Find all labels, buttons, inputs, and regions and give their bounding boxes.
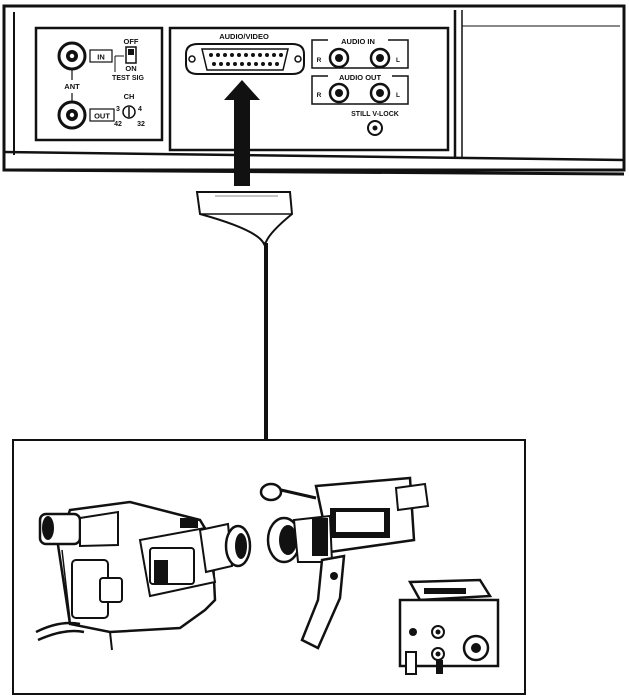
audio-in-label: AUDIO IN <box>341 37 375 46</box>
audio-in-l-jack <box>369 47 391 69</box>
ant-in-jack <box>57 41 87 71</box>
audio-in-r-jack <box>328 47 350 69</box>
ch-label: CH <box>124 92 135 101</box>
switch-off-label: OFF <box>124 37 139 46</box>
test-sig-label: TEST SIG <box>112 75 144 82</box>
audio-out-label: AUDIO OUT <box>339 73 382 82</box>
audio-jack-block: AUDIO IN AUDIO OUT R L R <box>311 36 409 105</box>
audio-out-l-label: L <box>396 92 400 99</box>
av-multipin-connector <box>185 43 305 75</box>
audio-out-r-label: R <box>317 92 322 99</box>
av-panel: AUDIO/VIDEO <box>168 26 450 152</box>
antenna-panel: IN ANT OUT OFF ON TEST SIG <box>34 26 164 142</box>
av-connector-label: AUDIO/VIDEO <box>219 32 269 41</box>
camcorder-icon <box>35 500 252 651</box>
ch-low-label: 3 <box>116 106 120 113</box>
power-adapter-icon <box>398 578 500 675</box>
ch-right-value: 32 <box>137 121 145 128</box>
audio-in-l-label: L <box>396 57 400 64</box>
video-source-box <box>12 439 526 695</box>
channel-selector: CH 3 4 42 32 <box>114 92 145 128</box>
audio-in-r-label: R <box>317 57 322 64</box>
switch-on-label: ON <box>125 64 136 73</box>
test-sig-switch: OFF ON TEST SIG <box>112 37 144 82</box>
audio-out-l-jack <box>369 82 391 104</box>
vcr-rear-panel: IN ANT OUT OFF ON TEST SIG <box>2 4 626 176</box>
connection-arrow <box>224 80 260 186</box>
audio-out-r-jack <box>328 82 350 104</box>
ant-out-label: OUT <box>94 112 110 121</box>
still-v-lock-label: STILL V-LOCK <box>351 111 399 118</box>
ch-high-label: 4 <box>138 106 142 113</box>
video-camera-icon <box>259 476 430 650</box>
ch-left-value: 42 <box>114 121 122 128</box>
ant-in-label: IN <box>97 53 105 62</box>
ant-out-jack <box>57 100 87 130</box>
still-v-lock-knob <box>367 120 383 136</box>
av-cable-plug <box>195 191 294 246</box>
ant-label: ANT <box>64 82 80 91</box>
